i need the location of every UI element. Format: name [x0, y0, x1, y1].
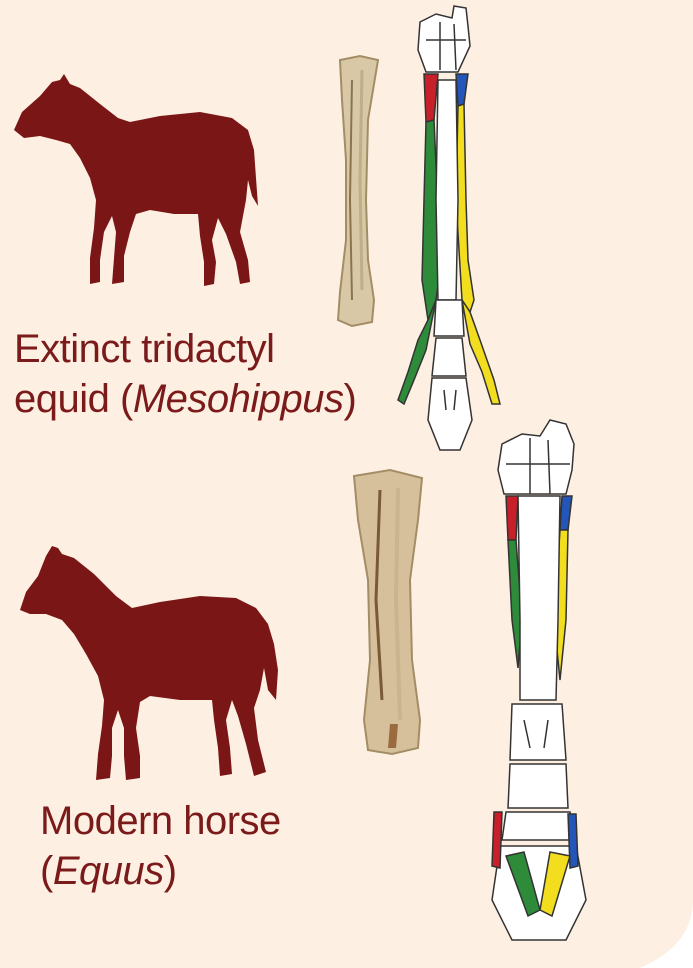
mesohippus-label-prefix: equid (	[14, 377, 133, 421]
equus-label-suffix: )	[164, 849, 177, 893]
equus-label-line1: Modern horse	[40, 796, 281, 846]
mesohippus-label-suffix: )	[344, 377, 357, 421]
mesohippus-genus-name: Mesohippus	[133, 377, 344, 421]
equus-caption: Modern horse (Equus)	[40, 796, 281, 896]
equus-label-line2: (Equus)	[40, 846, 281, 896]
mesohippus-label-line1: Extinct tridactyl	[14, 324, 356, 374]
equus-genus-name: Equus	[53, 849, 164, 893]
equus-label-prefix: (	[40, 849, 53, 893]
mesohippus-label-line2: equid (Mesohippus)	[14, 374, 356, 424]
mesohippus-caption: Extinct tridactyl equid (Mesohippus)	[14, 324, 356, 424]
